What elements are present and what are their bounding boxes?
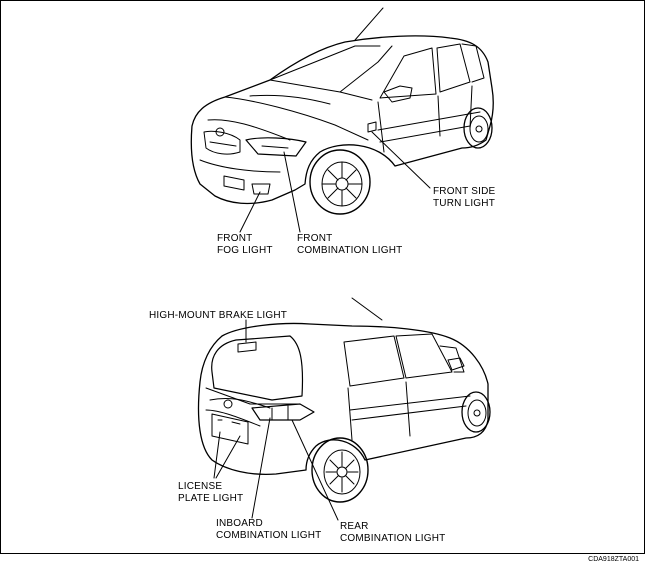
leader-front-fog bbox=[239, 191, 261, 233]
label-line: COMBINATION LIGHT bbox=[340, 533, 446, 544]
label-line: COMBINATION LIGHT bbox=[216, 530, 322, 541]
rear-car-drawing bbox=[197, 297, 491, 521]
leader-license-plate-2 bbox=[215, 435, 241, 479]
front-combination-label: FRONT COMBINATION LIGHT bbox=[297, 233, 402, 257]
front-side-turn-label: FRONT SIDE TURN LIGHT bbox=[433, 186, 495, 210]
inboard-combination-label: INBOARD COMBINATION LIGHT bbox=[216, 518, 321, 542]
label-line: FOG LIGHT bbox=[217, 245, 273, 256]
high-mount-brake-label: HIGH-MOUNT BRAKE LIGHT bbox=[149, 310, 287, 322]
label-line: FRONT bbox=[217, 233, 253, 244]
figure-code: CDA918ZTA001 bbox=[588, 556, 639, 563]
label-line: PLATE LIGHT bbox=[178, 493, 244, 504]
leader-front-combination bbox=[283, 151, 301, 233]
leader-license-plate-1 bbox=[213, 431, 221, 479]
license-plate-label: LICENSE PLATE LIGHT bbox=[178, 481, 243, 505]
label-line: TURN LIGHT bbox=[433, 198, 495, 209]
leader-front-side-turn bbox=[371, 131, 431, 189]
label-line: INBOARD bbox=[216, 518, 263, 529]
label-line: FRONT SIDE bbox=[433, 186, 496, 197]
front-fog-label: FRONT FOG LIGHT bbox=[217, 233, 273, 257]
label-line: FRONT bbox=[297, 233, 333, 244]
label-line: COMBINATION LIGHT bbox=[297, 245, 403, 256]
rear-combination-label: REAR COMBINATION LIGHT bbox=[340, 521, 445, 545]
front-car-drawing bbox=[190, 7, 494, 233]
leader-rear-combination bbox=[291, 419, 339, 521]
label-line: HIGH-MOUNT BRAKE LIGHT bbox=[149, 310, 288, 321]
label-line: REAR bbox=[340, 521, 369, 532]
leader-inboard-combination bbox=[251, 417, 271, 519]
label-line: LICENSE bbox=[178, 481, 223, 492]
